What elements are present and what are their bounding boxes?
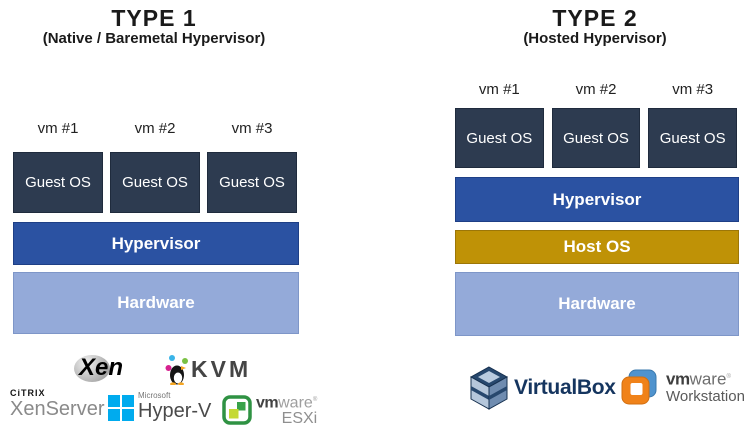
type1-title: TYPE 1: [111, 5, 197, 31]
hyperv-text: Hyper-V: [138, 400, 212, 422]
vmware-wordmark: vmware®: [256, 394, 318, 412]
vm-label: vm #1: [37, 120, 79, 137]
xen-sphere-icon: [74, 355, 110, 382]
type2-vm-labels: vm #1 vm #2 vm #3: [455, 81, 737, 98]
vmware-workstation-logo: vmware® Workstation: [620, 368, 745, 406]
esxi-cube-icon: [222, 394, 252, 425]
type2-guest-os-row: Guest OS Guest OS Guest OS: [455, 108, 738, 168]
type1-guest-os-row: Guest OS Guest OS Guest OS: [13, 152, 297, 213]
microsoft-text: Microsoft: [138, 391, 171, 400]
type2-hypervisor-layer: Hypervisor: [455, 177, 739, 222]
type2-hardware-layer: Hardware: [455, 272, 739, 336]
registered-mark: ®: [312, 397, 318, 403]
guest-os-box: Guest OS: [455, 108, 544, 168]
guest-os-box: Guest OS: [110, 152, 200, 213]
vm-label: vm #2: [575, 81, 617, 98]
vm-label: vm #3: [672, 81, 714, 98]
kvm-logo: KVM: [165, 352, 251, 386]
guest-os-box: Guest OS: [13, 152, 103, 213]
type1-hardware-layer: Hardware: [13, 272, 299, 334]
guest-os-box: Guest OS: [648, 108, 738, 168]
vm-label: vm #2: [134, 120, 176, 137]
workstation-icon: [621, 369, 657, 405]
guest-os-box: Guest OS: [207, 152, 297, 213]
type2-subtitle: (Hosted Hypervisor): [523, 30, 667, 47]
virtualbox-text: VirtualBox: [514, 376, 616, 399]
kvm-penguin-icon: [165, 355, 188, 385]
type2-title: TYPE 2: [552, 5, 638, 31]
windows-flag-icon: [108, 395, 134, 421]
citrix-brand-text: CiTRIX: [10, 388, 46, 398]
type2-host-os-layer: Host OS: [455, 230, 739, 264]
vmware-esxi-logo: vmware® ESXi: [222, 392, 317, 427]
virtualbox-cube-icon: [469, 366, 509, 410]
xenserver-text: XenServer: [10, 398, 105, 420]
type1-vm-labels: vm #1 vm #2 vm #3: [13, 120, 297, 137]
type1-subtitle: (Native / Baremetal Hypervisor): [42, 30, 266, 47]
esxi-text: ESXi: [281, 410, 318, 428]
workstation-text: Workstation: [666, 387, 745, 405]
type1-hypervisor-layer: Hypervisor: [13, 222, 299, 265]
citrix-xenserver-logo: CiTRIX XenServer: [10, 388, 105, 420]
vmware-wordmark: vmware®: [666, 369, 731, 389]
registered-mark: ®: [726, 374, 731, 381]
microsoft-hyperv-logo: Microsoft Hyper-V: [108, 391, 211, 422]
xen-logo: Xen: [74, 354, 144, 384]
vm-label: vm #3: [231, 120, 273, 137]
vm-label: vm #1: [478, 81, 520, 98]
kvm-logo-text: KVM: [191, 355, 252, 382]
guest-os-box: Guest OS: [551, 108, 641, 168]
xen-logo-text: Xen: [79, 354, 124, 381]
virtualbox-logo: VirtualBox: [469, 366, 616, 410]
